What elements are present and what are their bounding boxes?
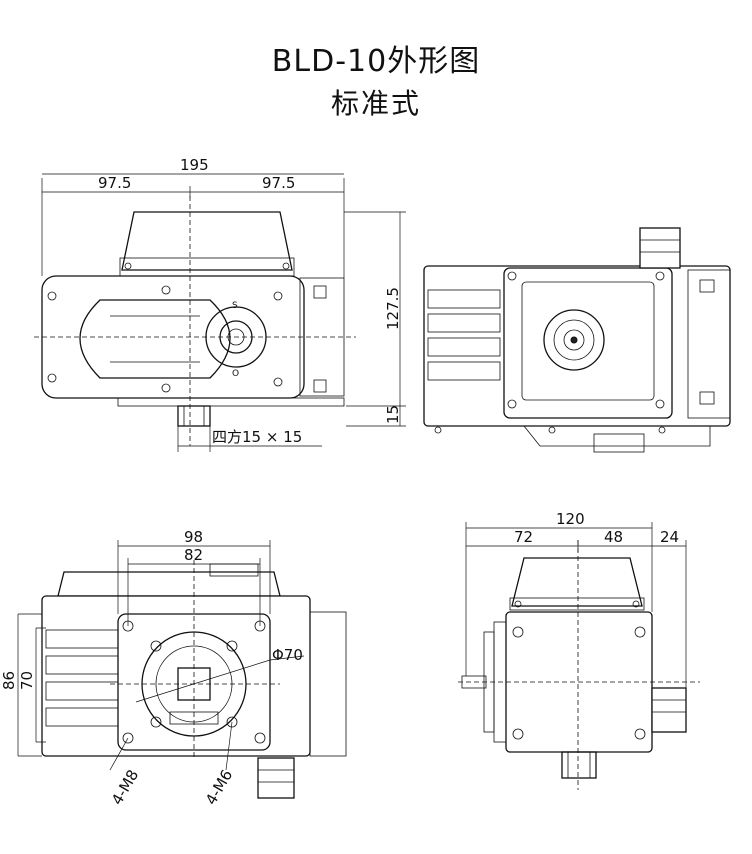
bottom-top-cover — [57, 571, 281, 597]
label-bolt-m6: 4-M6 — [202, 767, 236, 808]
side-indicator — [543, 309, 605, 371]
dim-height-outer: 86 — [0, 671, 18, 690]
dim-height-inner: 70 — [18, 671, 36, 690]
dim-flange-diameter: Φ70 — [272, 646, 303, 664]
front-shaft-square — [177, 405, 211, 427]
side-cover-plate — [503, 267, 673, 419]
drawing-subtitle: 标准式 — [330, 87, 421, 120]
end-cable-gland — [651, 687, 687, 733]
end-view: 120 72 48 24 — [458, 510, 700, 790]
dim-front-shaft-height: 15 — [384, 405, 402, 424]
dim-end-width: 120 — [556, 510, 585, 528]
side-view — [423, 227, 731, 453]
dim-front-width: 195 — [180, 156, 209, 174]
dim-front-height: 127.5 — [384, 287, 402, 330]
dial-open-mark: S — [232, 301, 238, 311]
front-view: S O 195 97.5 97.5 127.5 15 四方15 × 15 — [34, 156, 406, 452]
front-oval — [79, 299, 231, 379]
dim-shaft-square: 四方15 × 15 — [212, 428, 302, 446]
front-base-plate — [117, 397, 345, 407]
end-shaft-square — [561, 751, 597, 779]
dim-bolt-span-inner: 82 — [184, 546, 203, 564]
dim-bolt-span-outer: 98 — [184, 528, 203, 546]
dim-front-left-half: 97.5 — [98, 174, 131, 192]
side-cable-gland — [639, 227, 681, 269]
bottom-flange-plate — [117, 613, 271, 751]
dim-end-mid: 48 — [604, 528, 623, 546]
bottom-view: 98 82 86 70 Φ70 4-M8 4-M6 — [0, 528, 347, 808]
drawing-title: BLD-10外形图 — [271, 44, 481, 79]
bottom-cable-gland — [257, 757, 295, 799]
dim-front-right-half: 97.5 — [262, 174, 295, 192]
dial-closed-mark: O — [232, 369, 239, 379]
end-top-cover — [511, 557, 643, 607]
dim-end-left: 72 — [514, 528, 533, 546]
front-top-cover — [121, 211, 293, 271]
label-bolt-m8: 4-M8 — [108, 767, 142, 808]
dim-end-right: 24 — [660, 528, 679, 546]
